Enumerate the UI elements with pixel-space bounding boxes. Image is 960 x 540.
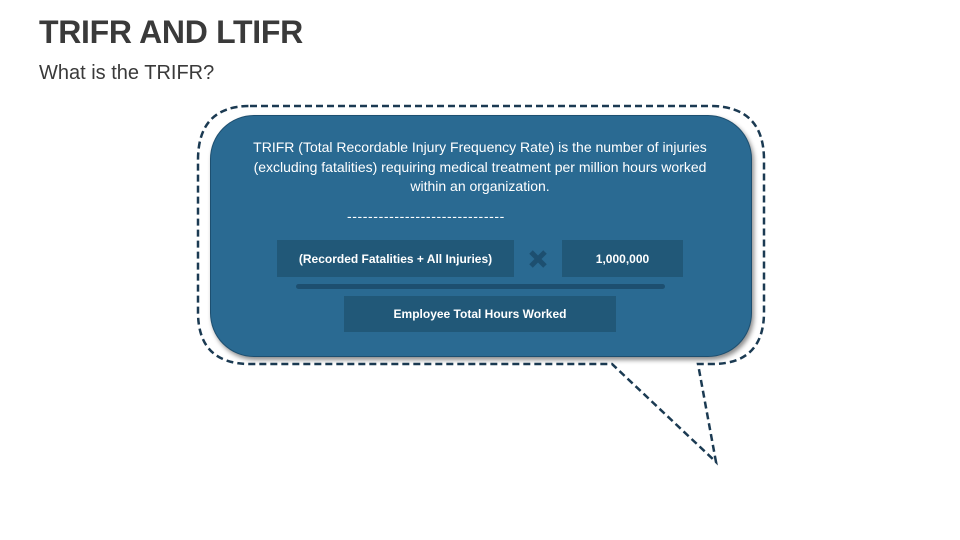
trifr-definition: TRIFR (Total Recordable Injury Frequency… [253,139,707,194]
multiply-icon [529,250,547,268]
slide-title: TRIFR AND LTIFR [39,14,303,50]
separator: ------------------------------ [347,208,505,220]
multiplier-label: 1,000,000 [595,251,650,266]
slide-subtitle: What is the TRIFR? [39,62,215,84]
multiplier-box: 1,000,000 [562,240,683,277]
numerator-box: (Recorded Fatalities + All Injuries) [277,240,514,277]
denominator-label: Employee Total Hours Worked [393,307,567,321]
numerator-label: (Recorded Fatalities + All Injuries) [298,251,493,266]
denominator-box: Employee Total Hours Worked [344,296,616,332]
fraction-bar [296,284,665,289]
